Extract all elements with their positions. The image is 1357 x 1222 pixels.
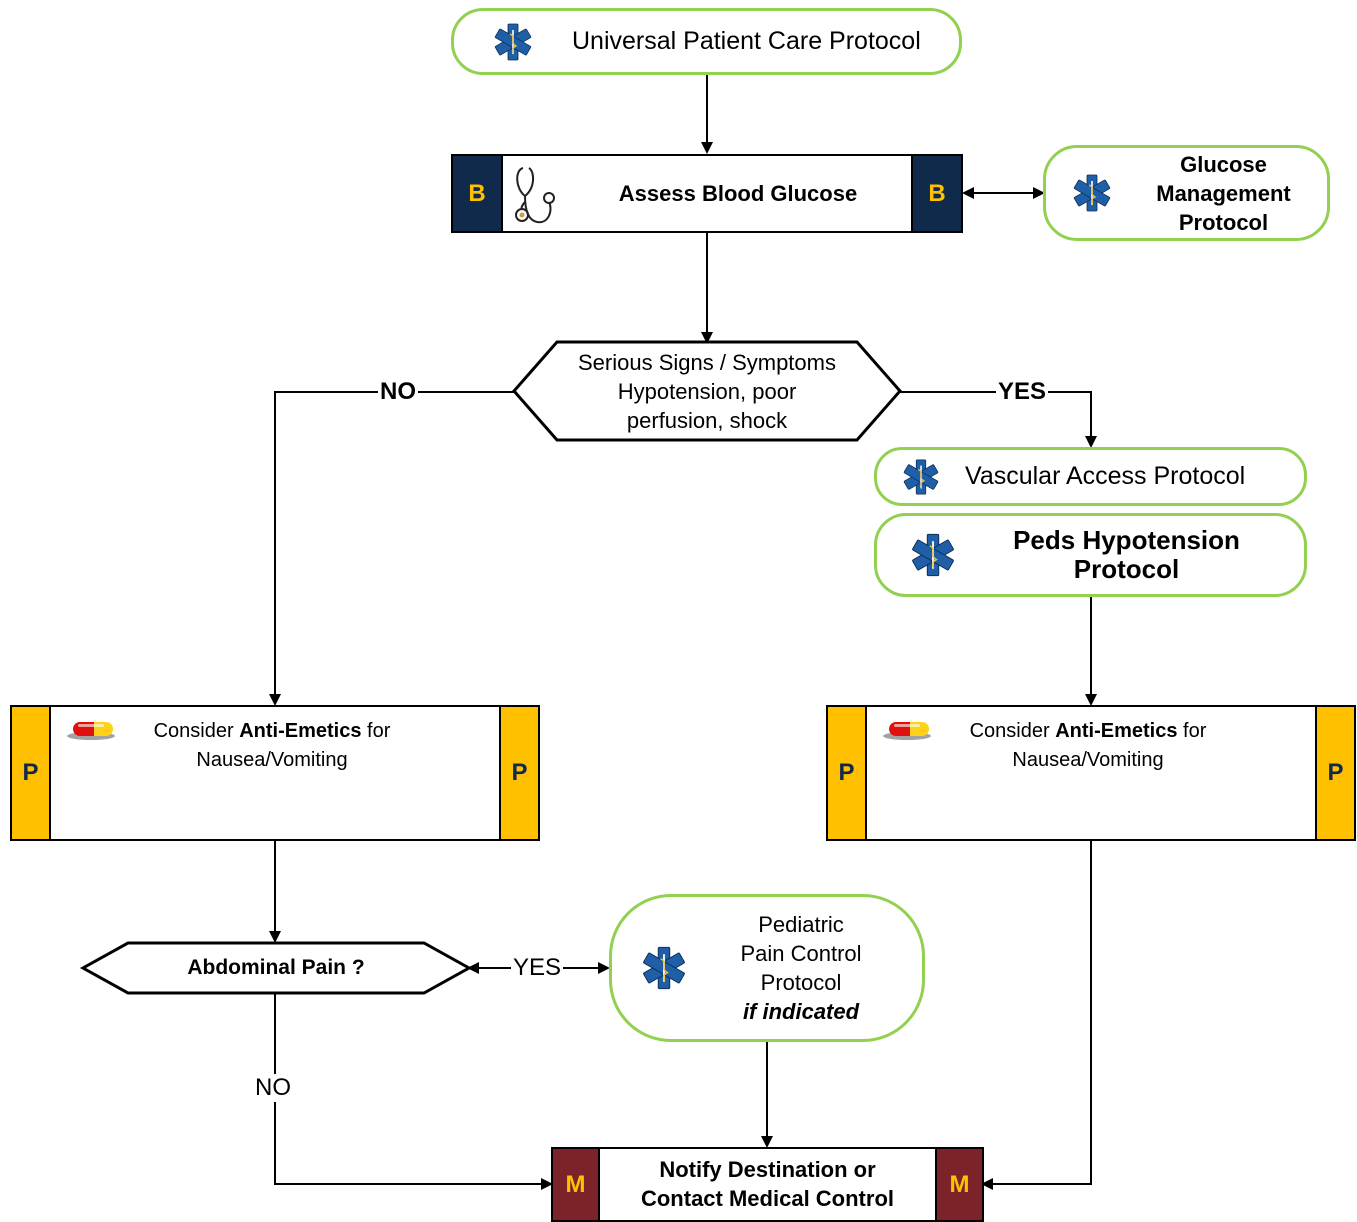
peds-pain-line3: Protocol [760,970,842,995]
peds-hypotension-line1: Peds Hypotension [1013,525,1240,555]
paramedic-band-right: P [499,707,538,839]
notify-line2: Contact Medical Control [640,1186,894,1211]
universal-protocol-label: Universal Patient Care Protocol [572,27,921,55]
peds-pain-line1: Pediatric [758,912,844,937]
edge-antiemetic-notify [981,841,1092,1190]
notify-node[interactable]: M M Notify Destination or Contact Medica… [551,1147,984,1222]
star-of-life-icon [612,945,716,991]
peds-hypotension-node[interactable]: Peds Hypotension Protocol [874,513,1307,597]
antiemetic-left-node[interactable]: P P Consider Anti-Emetics for Nausea/Vom… [10,705,540,841]
peds-pain-line2: Pain Control [740,941,862,966]
antiemetic-left-drug: Anti-Emetics [239,720,362,742]
paramedic-band-left: P [828,707,867,839]
serious-signs-line2: Hypotension, poor [617,378,797,404]
assess-glucose-label: Assess Blood Glucose [618,180,858,206]
antiemetic-right-line2: Nausea/Vomiting [1012,749,1164,771]
star-of-life-icon [877,532,989,578]
edge-abdominal-no [274,993,553,1190]
antiemetic-right-node[interactable]: P P Consider Anti-Emetics for Nausea/Vom… [826,705,1356,841]
antiemetic-right-suffix: for [1177,720,1207,742]
decision-abdominal-pain: Abdominal Pain ? [187,956,365,979]
capsule-icon [880,719,938,743]
antiemetic-right-drug: Anti-Emetics [1055,720,1178,742]
decision-serious-signs-shape [512,340,902,442]
antiemetic-left-line2: Nausea/Vomiting [196,749,348,771]
notify-line1: Notify Destination or [659,1157,876,1182]
star-of-life-icon [1046,173,1138,213]
decision-abdominal-shape [79,941,473,995]
peds-pain-label: Pediatric Pain Control Protocol if indic… [716,910,922,1026]
decision-serious-signs: Serious Signs / Symptoms Hypotension, po… [540,346,874,436]
notify-label: Notify Destination or Contact Medical Co… [598,1155,937,1213]
antiemetic-right-prefix: Consider [969,720,1056,742]
glucose-management-label: Glucose Management Protocol [1138,150,1327,237]
vascular-access-node[interactable]: Vascular Access Protocol [874,447,1307,506]
medical-band-left: M [553,1149,600,1220]
paramedic-band-right: P [1315,707,1354,839]
glucose-management-line3: Protocol [1178,209,1269,235]
peds-hypotension-label: Peds Hypotension Protocol [989,526,1304,584]
antiemetic-left-suffix: for [361,720,391,742]
edge-label-signs-no: NO [378,378,418,406]
basic-band-left: B [453,156,503,231]
peds-hypotension-line2: Protocol [1073,554,1180,584]
assess-glucose-node[interactable]: B B Assess Blood Glucose [451,154,963,233]
glucose-management-line2: Management [1156,180,1291,206]
glucose-management-node[interactable]: Glucose Management Protocol [1043,145,1330,241]
antiemetic-right-label: Consider Anti-Emetics for Nausea/Vomitin… [938,717,1238,775]
edge-signs-yes [900,391,1097,448]
peds-pain-line4: if indicated [742,999,860,1024]
antiemetic-left-label: Consider Anti-Emetics for Nausea/Vomitin… [122,717,422,775]
capsule-icon [64,719,122,743]
basic-band-right: B [911,156,961,231]
edge-label-signs-yes: YES [996,378,1049,406]
edge-signs-no [269,391,514,706]
serious-signs-line1: Serious Signs / Symptoms [578,349,836,375]
serious-signs-line3: perfusion, shock [626,407,788,433]
star-of-life-icon [454,22,572,62]
antiemetic-left-prefix: Consider [153,720,240,742]
paramedic-band-left: P [12,707,51,839]
vascular-access-label: Vascular Access Protocol [965,462,1246,490]
stethoscope-icon [509,162,563,228]
edge-label-abd-yes: YES [511,954,564,982]
medical-band-right: M [935,1149,982,1220]
universal-protocol-node[interactable]: Universal Patient Care Protocol [451,8,962,75]
star-of-life-icon [877,458,965,496]
edge-label-abd-no: NO [253,1074,293,1102]
peds-pain-node[interactable]: Pediatric Pain Control Protocol if indic… [609,894,925,1042]
glucose-management-line1: Glucose [1180,151,1267,177]
